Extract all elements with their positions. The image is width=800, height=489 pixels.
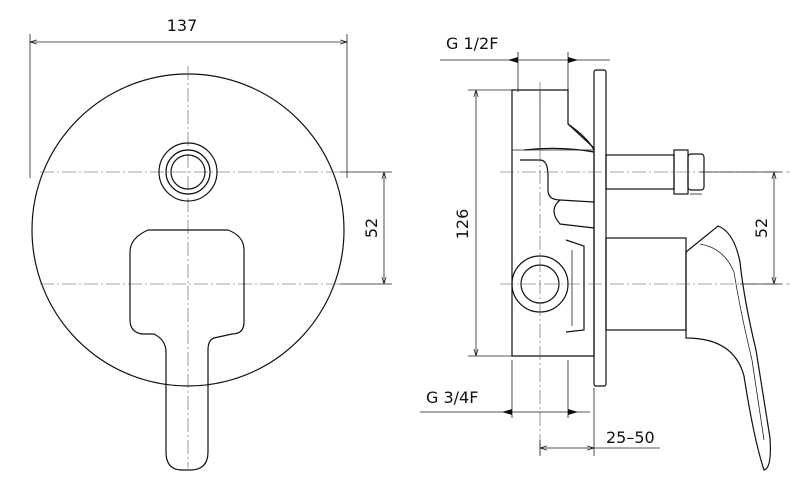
height-label: 126 [453, 209, 472, 240]
side-lever [685, 225, 771, 471]
side-view: G 1/2F 126 [420, 34, 790, 471]
front-view: 137 52 [29, 16, 392, 471]
mixer-lever [129, 229, 245, 471]
valve-body [511, 89, 595, 357]
front-spacing-label: 52 [362, 218, 381, 238]
outlet-thread-dimension: G 1/2F [440, 34, 610, 92]
depth-label: 25–50 [606, 428, 655, 447]
side-spacing-dimension: 52 [700, 171, 782, 285]
diameter-label: 137 [167, 16, 198, 35]
depth-dimension: 25–50 [539, 388, 660, 456]
inlet-fitting [511, 239, 585, 333]
outlet-thread-label: G 1/2F [446, 34, 498, 53]
inlet-thread-dimension: G 3/4F [420, 360, 590, 418]
height-dimension: 126 [453, 89, 512, 357]
inlet-thread-label: G 3/4F [426, 388, 478, 407]
side-spacing-label: 52 [752, 218, 771, 238]
wall-plate [593, 69, 607, 387]
diverter-knob [158, 142, 218, 202]
diameter-dimension: 137 [29, 16, 348, 178]
front-spacing-dimension: 52 [340, 171, 392, 285]
